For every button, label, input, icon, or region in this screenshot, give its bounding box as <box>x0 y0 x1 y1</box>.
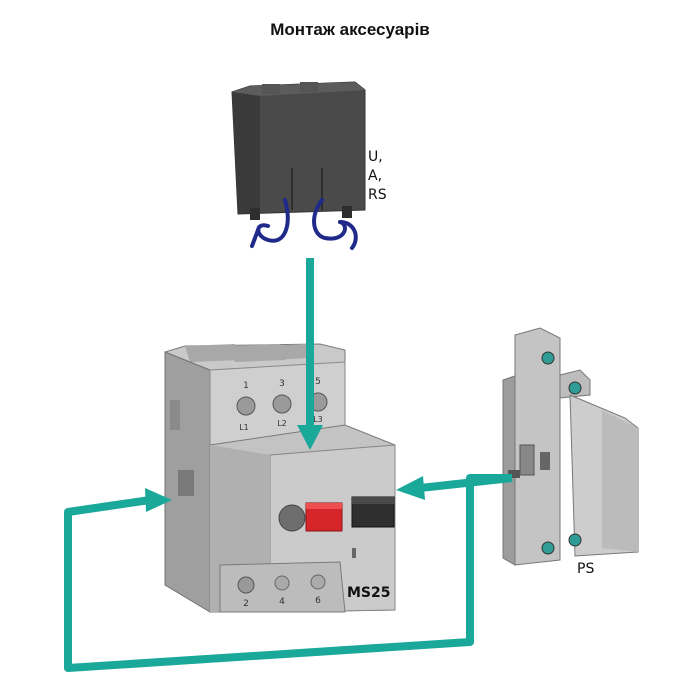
terminal-2: 2 <box>243 599 249 609</box>
ms25-label: MS25 <box>347 585 391 601</box>
terminal-3: 3 <box>279 379 285 389</box>
terminal-6: 6 <box>315 596 321 606</box>
arrow-down-icon <box>297 258 323 450</box>
loop-arrow-icon <box>64 474 512 672</box>
phase-l2: L2 <box>277 419 287 428</box>
ms25-switch <box>164 343 396 613</box>
phase-l3: L3 <box>313 415 323 424</box>
phase-l1: L1 <box>239 423 249 432</box>
terminal-4: 4 <box>279 597 285 607</box>
ps-label: PS <box>577 561 595 577</box>
top-accessory-module <box>231 81 366 220</box>
label-u: U, <box>368 149 383 165</box>
label-a: A, <box>368 167 383 184</box>
page-title: Монтаж аксесуарів <box>270 20 430 39</box>
accessory-wires <box>250 198 358 250</box>
accessory-types-label: U, A, RS <box>368 148 387 205</box>
terminal-1: 1 <box>243 381 249 391</box>
label-rs: RS <box>368 186 387 203</box>
ps-auxiliary-block <box>502 327 639 566</box>
terminal-5: 5 <box>315 377 321 387</box>
